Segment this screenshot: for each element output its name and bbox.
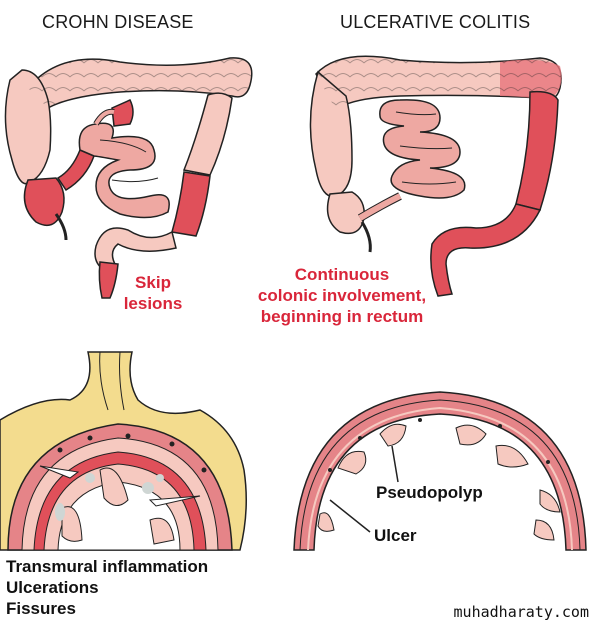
crohn-disease-title: CROHN DISEASE (42, 12, 194, 32)
skip-lesions-label: Skip lesions (112, 272, 194, 314)
crohn-cross-section (0, 351, 247, 551)
ulcerative-colitis-title: ULCERATIVE COLITIS (340, 12, 531, 32)
feature-item: Fissures (6, 599, 76, 618)
pseudopolyp-label: Pseudopolyp (376, 483, 483, 502)
continuous-label-line-2: colonic involvement, (257, 286, 427, 305)
continuous-label-line-1: Continuous (294, 265, 390, 284)
skip-label-line-2: lesions (123, 294, 183, 313)
uc-colon (309, 55, 562, 297)
continuous-label-line-3: beginning in rectum (260, 307, 424, 326)
ulcer-label: Ulcer (374, 526, 417, 545)
uc-cross-section (293, 391, 587, 551)
skip-label-line-1: Skip (135, 273, 171, 292)
feature-item: Ulcerations (6, 578, 99, 597)
crohn-features-list: Transmural inflammation Ulcerations Fiss… (6, 556, 208, 619)
continuous-involvement-label: Continuous colonic involvement, beginnin… (242, 264, 442, 327)
crohn-colon (4, 57, 253, 299)
feature-item: Transmural inflammation (6, 557, 209, 576)
watermark-text: muhadharaty.com (453, 603, 589, 621)
